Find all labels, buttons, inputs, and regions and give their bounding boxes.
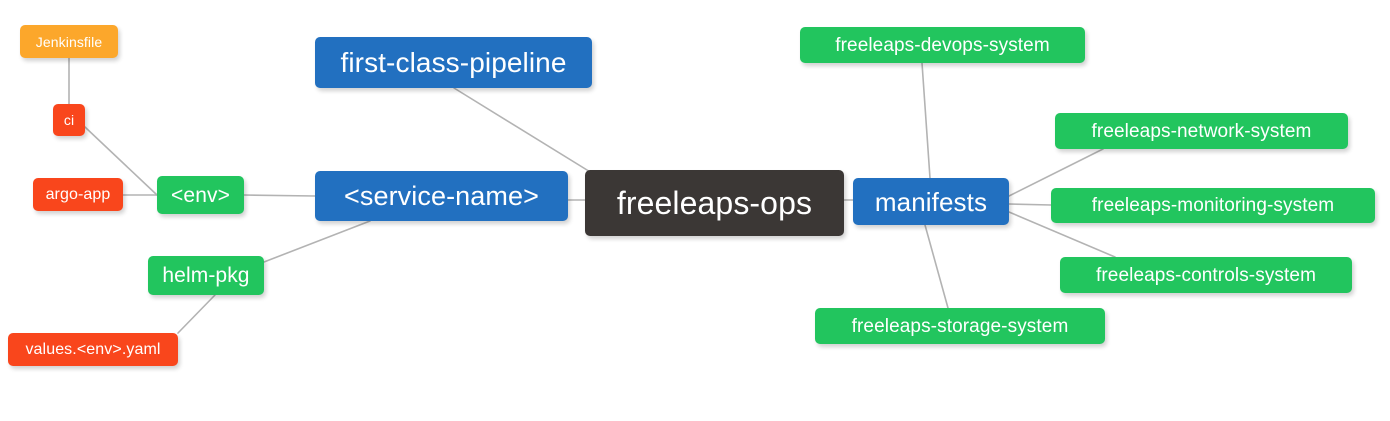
node-label-jenkinsfile: Jenkinsfile xyxy=(35,33,103,50)
node-jenkinsfile[interactable]: Jenkinsfile xyxy=(20,25,118,58)
node-label-freeleaps-devops-system: freeleaps-devops-system xyxy=(835,34,1050,56)
node-label-freeleaps-controls-system: freeleaps-controls-system xyxy=(1095,264,1317,286)
node-label-manifests: manifests xyxy=(874,186,988,217)
node-freeleaps-devops-system[interactable]: freeleaps-devops-system xyxy=(800,27,1085,63)
node-label-freeleaps-monitoring-system: freeleaps-monitoring-system xyxy=(1091,195,1335,216)
edge-manifests-to-freeleaps-storage-system xyxy=(924,224,949,309)
node-freeleaps-controls-system[interactable]: freeleaps-controls-system xyxy=(1060,257,1352,293)
edge-manifests-to-freeleaps-monitoring-system xyxy=(1008,203,1052,206)
node-label-freeleaps-ops: freeleaps-ops xyxy=(616,185,813,221)
node-label-freeleaps-network-system: freeleaps-network-system xyxy=(1091,120,1312,142)
node-argo-app[interactable]: argo-app xyxy=(33,178,123,211)
node-label-ci: ci xyxy=(63,112,75,128)
node-freeleaps-ops[interactable]: freeleaps-ops xyxy=(585,170,844,236)
node-label-argo-app: argo-app xyxy=(45,185,111,203)
node-first-class-pipeline[interactable]: first-class-pipeline xyxy=(315,37,592,88)
node-label-helm-pkg: helm-pkg xyxy=(162,264,250,287)
node-label-first-class-pipeline: first-class-pipeline xyxy=(340,46,567,78)
node-env[interactable]: <env> xyxy=(157,176,244,214)
node-freeleaps-monitoring-system[interactable]: freeleaps-monitoring-system xyxy=(1051,188,1375,223)
node-ci[interactable]: ci xyxy=(53,104,85,136)
node-freeleaps-storage-system[interactable]: freeleaps-storage-system xyxy=(815,308,1105,344)
node-service-name[interactable]: <service-name> xyxy=(315,171,568,221)
node-label-freeleaps-storage-system: freeleaps-storage-system xyxy=(851,315,1069,337)
edge-helm-pkg-to-values-yaml xyxy=(177,294,216,334)
edge-env-to-service-name xyxy=(243,194,316,197)
edge-service-name-to-first-class-pipeline xyxy=(453,87,601,179)
node-manifests[interactable]: manifests xyxy=(853,178,1009,225)
node-values-yaml[interactable]: values.<env>.yaml xyxy=(8,333,178,366)
node-helm-pkg[interactable]: helm-pkg xyxy=(148,256,264,295)
node-label-service-name: <service-name> xyxy=(344,180,539,211)
edge-service-name-to-helm-pkg xyxy=(263,220,371,263)
node-label-values-yaml: values.<env>.yaml xyxy=(25,340,161,358)
edge-manifests-to-freeleaps-devops-system xyxy=(921,62,931,179)
node-freeleaps-network-system[interactable]: freeleaps-network-system xyxy=(1055,113,1348,149)
node-label-env: <env> xyxy=(171,183,230,207)
